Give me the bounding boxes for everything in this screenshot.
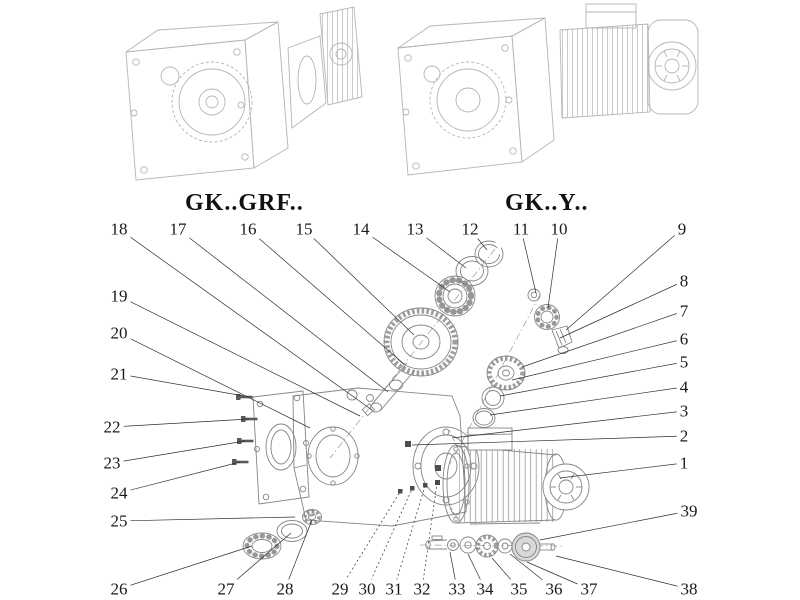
leader-line-22 (111, 418, 250, 428)
ring-13 (455, 256, 489, 286)
leader-line-21 (118, 373, 245, 397)
leader-line-17 (177, 228, 389, 393)
exploded-view (232, 240, 590, 562)
upper-bearing (434, 275, 476, 317)
leader-line-2 (411, 435, 685, 446)
leader-line-10 (547, 228, 560, 309)
leader-line-27 (225, 532, 292, 590)
leader-line-33 (449, 551, 458, 590)
leader-line-34 (467, 553, 486, 590)
leader-line-1 (559, 462, 685, 479)
leader-line-8 (559, 280, 685, 339)
gearbox-drawing-gk-y (397, 3, 699, 176)
input-pinion-set (527, 288, 573, 354)
leader-line-5 (499, 361, 685, 397)
leader-line-30 (366, 488, 413, 590)
leader-line-24 (118, 461, 241, 494)
leader-line-32 (421, 482, 438, 590)
leader-line-35 (491, 557, 520, 590)
leader-line-9 (565, 228, 683, 331)
leader-line-16 (247, 228, 405, 365)
leader-line-6 (511, 338, 685, 381)
leader-line-11 (520, 228, 537, 294)
leader-line-3 (451, 410, 685, 439)
mounting-flange-plate (252, 390, 310, 505)
leader-line-19 (118, 295, 361, 417)
leader-line-38 (555, 555, 690, 590)
leader-line-37 (526, 561, 590, 590)
leader-line-39 (539, 510, 690, 541)
leader-line-15 (303, 228, 415, 336)
leader-line-13 (414, 228, 467, 269)
motor-drawing (442, 427, 590, 525)
output-gear-set (361, 307, 459, 417)
leader-line-7 (521, 310, 685, 368)
model-label-gk-y: GK..Y.. (505, 190, 589, 216)
model-label-gk-grf: GK..GRF.. (185, 190, 304, 216)
leader-line-4 (489, 386, 685, 416)
output-bearing-set (242, 509, 322, 560)
leader-line-28 (284, 519, 313, 590)
assembly-dashes (448, 429, 458, 521)
leader-line-12 (469, 228, 488, 251)
leader-line-14 (360, 228, 451, 293)
leader-line-29 (339, 491, 401, 590)
leader-line-31 (393, 485, 426, 590)
leader-line-18 (118, 228, 373, 411)
leader-line-26 (118, 545, 253, 590)
leader-lines (111, 228, 690, 590)
gearbox-drawing-gk-grf (125, 6, 363, 181)
snap-ring-12 (474, 240, 504, 268)
bevel-gear-set (472, 355, 526, 428)
leader-line-20 (118, 332, 311, 429)
mount-fasteners (398, 441, 441, 494)
leader-line-25 (118, 516, 296, 522)
input-shaft-set (425, 532, 556, 562)
leader-line-23 (111, 440, 246, 464)
